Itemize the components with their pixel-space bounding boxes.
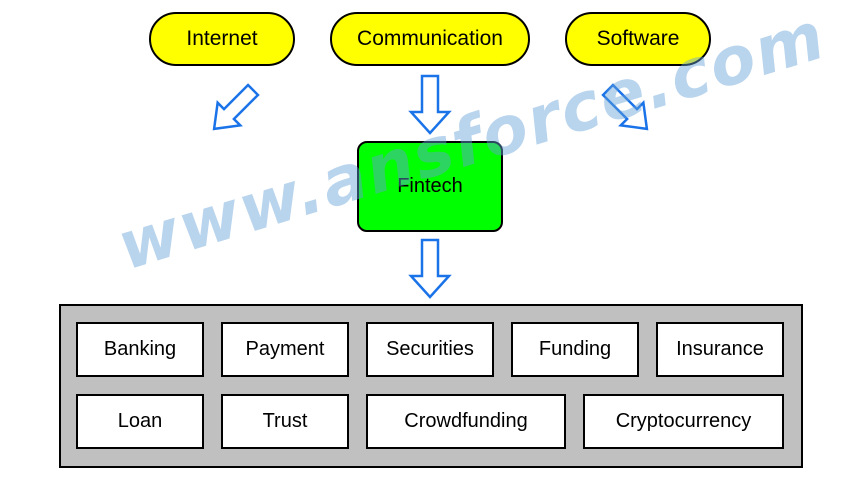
service-label: Crowdfunding [404,410,528,432]
internet-node: Internet [149,12,295,66]
arrow-internet-to-fintech [212,83,260,131]
arrow-software-to-fintech [601,83,649,131]
service-label: Payment [245,338,325,360]
communication-node: Communication [330,12,530,66]
service-securities: Securities [366,322,494,377]
arrow-communication-to-fintech [408,74,452,135]
service-insurance: Insurance [656,322,784,377]
service-loan: Loan [76,394,204,449]
software-label: Software [596,27,680,50]
service-label: Banking [103,338,177,360]
service-crowdfunding: Crowdfunding [366,394,566,449]
service-label: Funding [538,338,612,360]
service-cryptocurrency: Cryptocurrency [583,394,784,449]
service-funding: Funding [511,322,639,377]
internet-label: Internet [186,27,258,50]
service-trust: Trust [221,394,349,449]
service-label: Loan [117,410,163,432]
service-label: Securities [386,338,474,360]
arrow-fintech-to-services [408,238,452,299]
service-label: Cryptocurrency [615,410,752,432]
service-label: Insurance [676,338,764,360]
fintech-node: Fintech [357,141,503,232]
fintech-label: Fintech [397,175,463,197]
service-banking: Banking [76,322,204,377]
service-payment: Payment [221,322,349,377]
software-node: Software [565,12,711,66]
service-label: Trust [262,410,308,432]
communication-label: Communication [357,27,503,50]
